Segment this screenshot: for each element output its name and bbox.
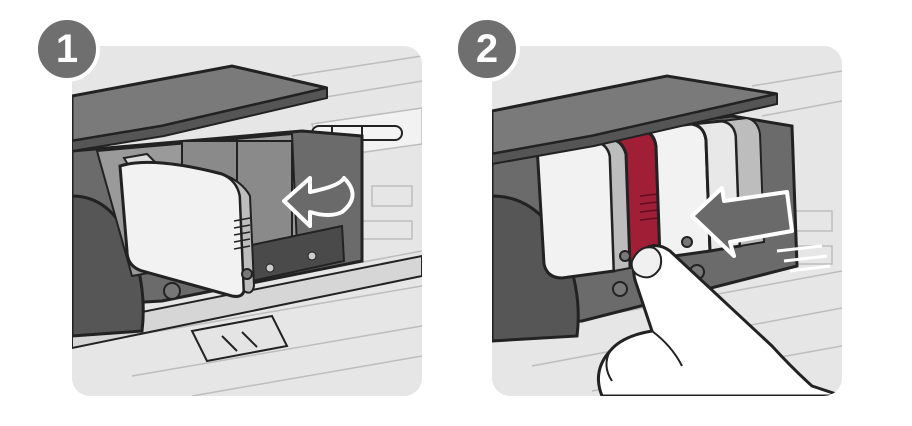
step-2-illustration — [492, 46, 842, 396]
push-arrow-icon — [690, 186, 831, 273]
step-2-badge: 2 — [454, 16, 520, 82]
printer-carriage-open-drawing — [72, 55, 422, 396]
step-1-illustration — [72, 46, 422, 396]
printer-cartridge-insert-drawing — [492, 70, 842, 396]
hand-pushing-icon — [596, 244, 842, 396]
curved-arrow-icon — [282, 176, 355, 228]
step-1-badge: 1 — [34, 16, 100, 82]
ink-cartridge — [118, 152, 256, 298]
